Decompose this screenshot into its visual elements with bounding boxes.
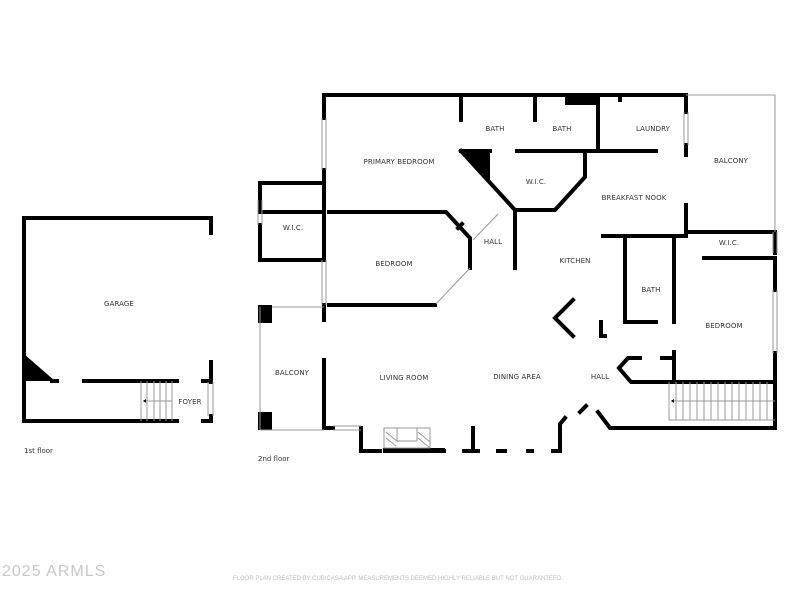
room-label-wic-east: W.I.C. [718, 239, 740, 247]
floor-label-2nd: 2nd floor [258, 455, 290, 463]
room-label-bath-2: BATH [552, 125, 572, 133]
floor-label-1st: 1st floor [24, 447, 53, 455]
room-label-bedroom-east: BEDROOM [705, 322, 743, 330]
room-label-hall-south: HALL [590, 373, 610, 381]
room-label-primary-bedroom: PRIMARY BEDROOM [363, 158, 435, 166]
room-label-living-room: LIVING ROOM [379, 374, 429, 382]
room-label-breakfast-nook: BREAKFAST NOOK [601, 194, 667, 202]
room-label-dining-area: DINING AREA [493, 373, 541, 381]
room-label-laundry: LAUNDRY [636, 125, 670, 133]
room-label-foyer: FOYER [178, 398, 202, 406]
disclaimer-text: FLOOR PLAN CREATED BY CUBICASA APP. MEAS… [233, 576, 563, 582]
room-label-balcony-east: BALCONY [713, 157, 749, 165]
watermark: 2025 ARMLS [2, 563, 107, 580]
room-label-wic-west: W.I.C. [282, 224, 304, 232]
room-label-bath-3: BATH [641, 286, 661, 294]
room-label-kitchen: KITCHEN [559, 257, 591, 265]
room-label-hall-north: HALL [483, 238, 503, 246]
room-label-bedroom-west: BEDROOM [375, 260, 413, 268]
room-label-balcony-west: BALCONY [274, 369, 310, 377]
room-label-garage: GARAGE [104, 300, 134, 308]
room-label-wic-primary: W.I.C. [525, 178, 547, 186]
room-label-bath-1: BATH [485, 125, 505, 133]
